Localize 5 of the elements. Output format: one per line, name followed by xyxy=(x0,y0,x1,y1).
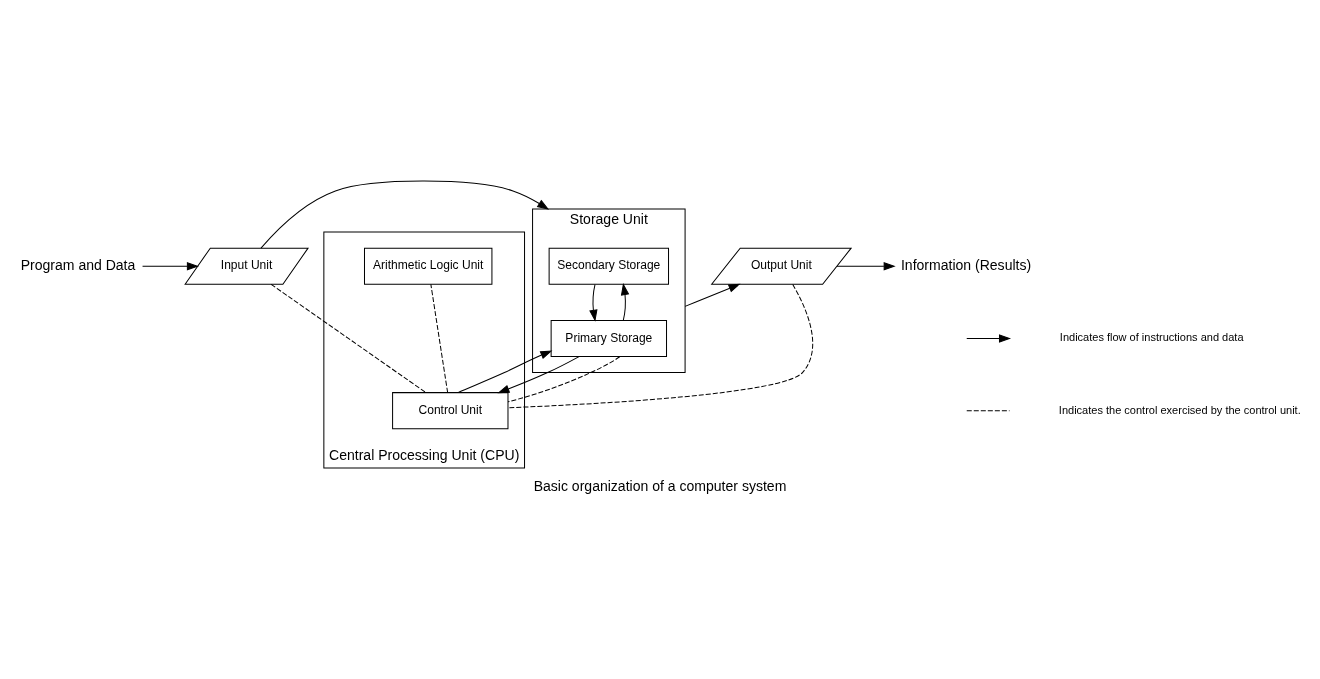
node-text: Program and Data xyxy=(20,256,136,273)
legend-label: Indicates the control exercised by the control unit. xyxy=(1058,403,1301,415)
node-text: Information (Results) xyxy=(900,256,1032,273)
caption: Basic organization of a computer system xyxy=(533,477,787,494)
legend-label: Indicates flow of instructions and data xyxy=(1059,330,1244,343)
